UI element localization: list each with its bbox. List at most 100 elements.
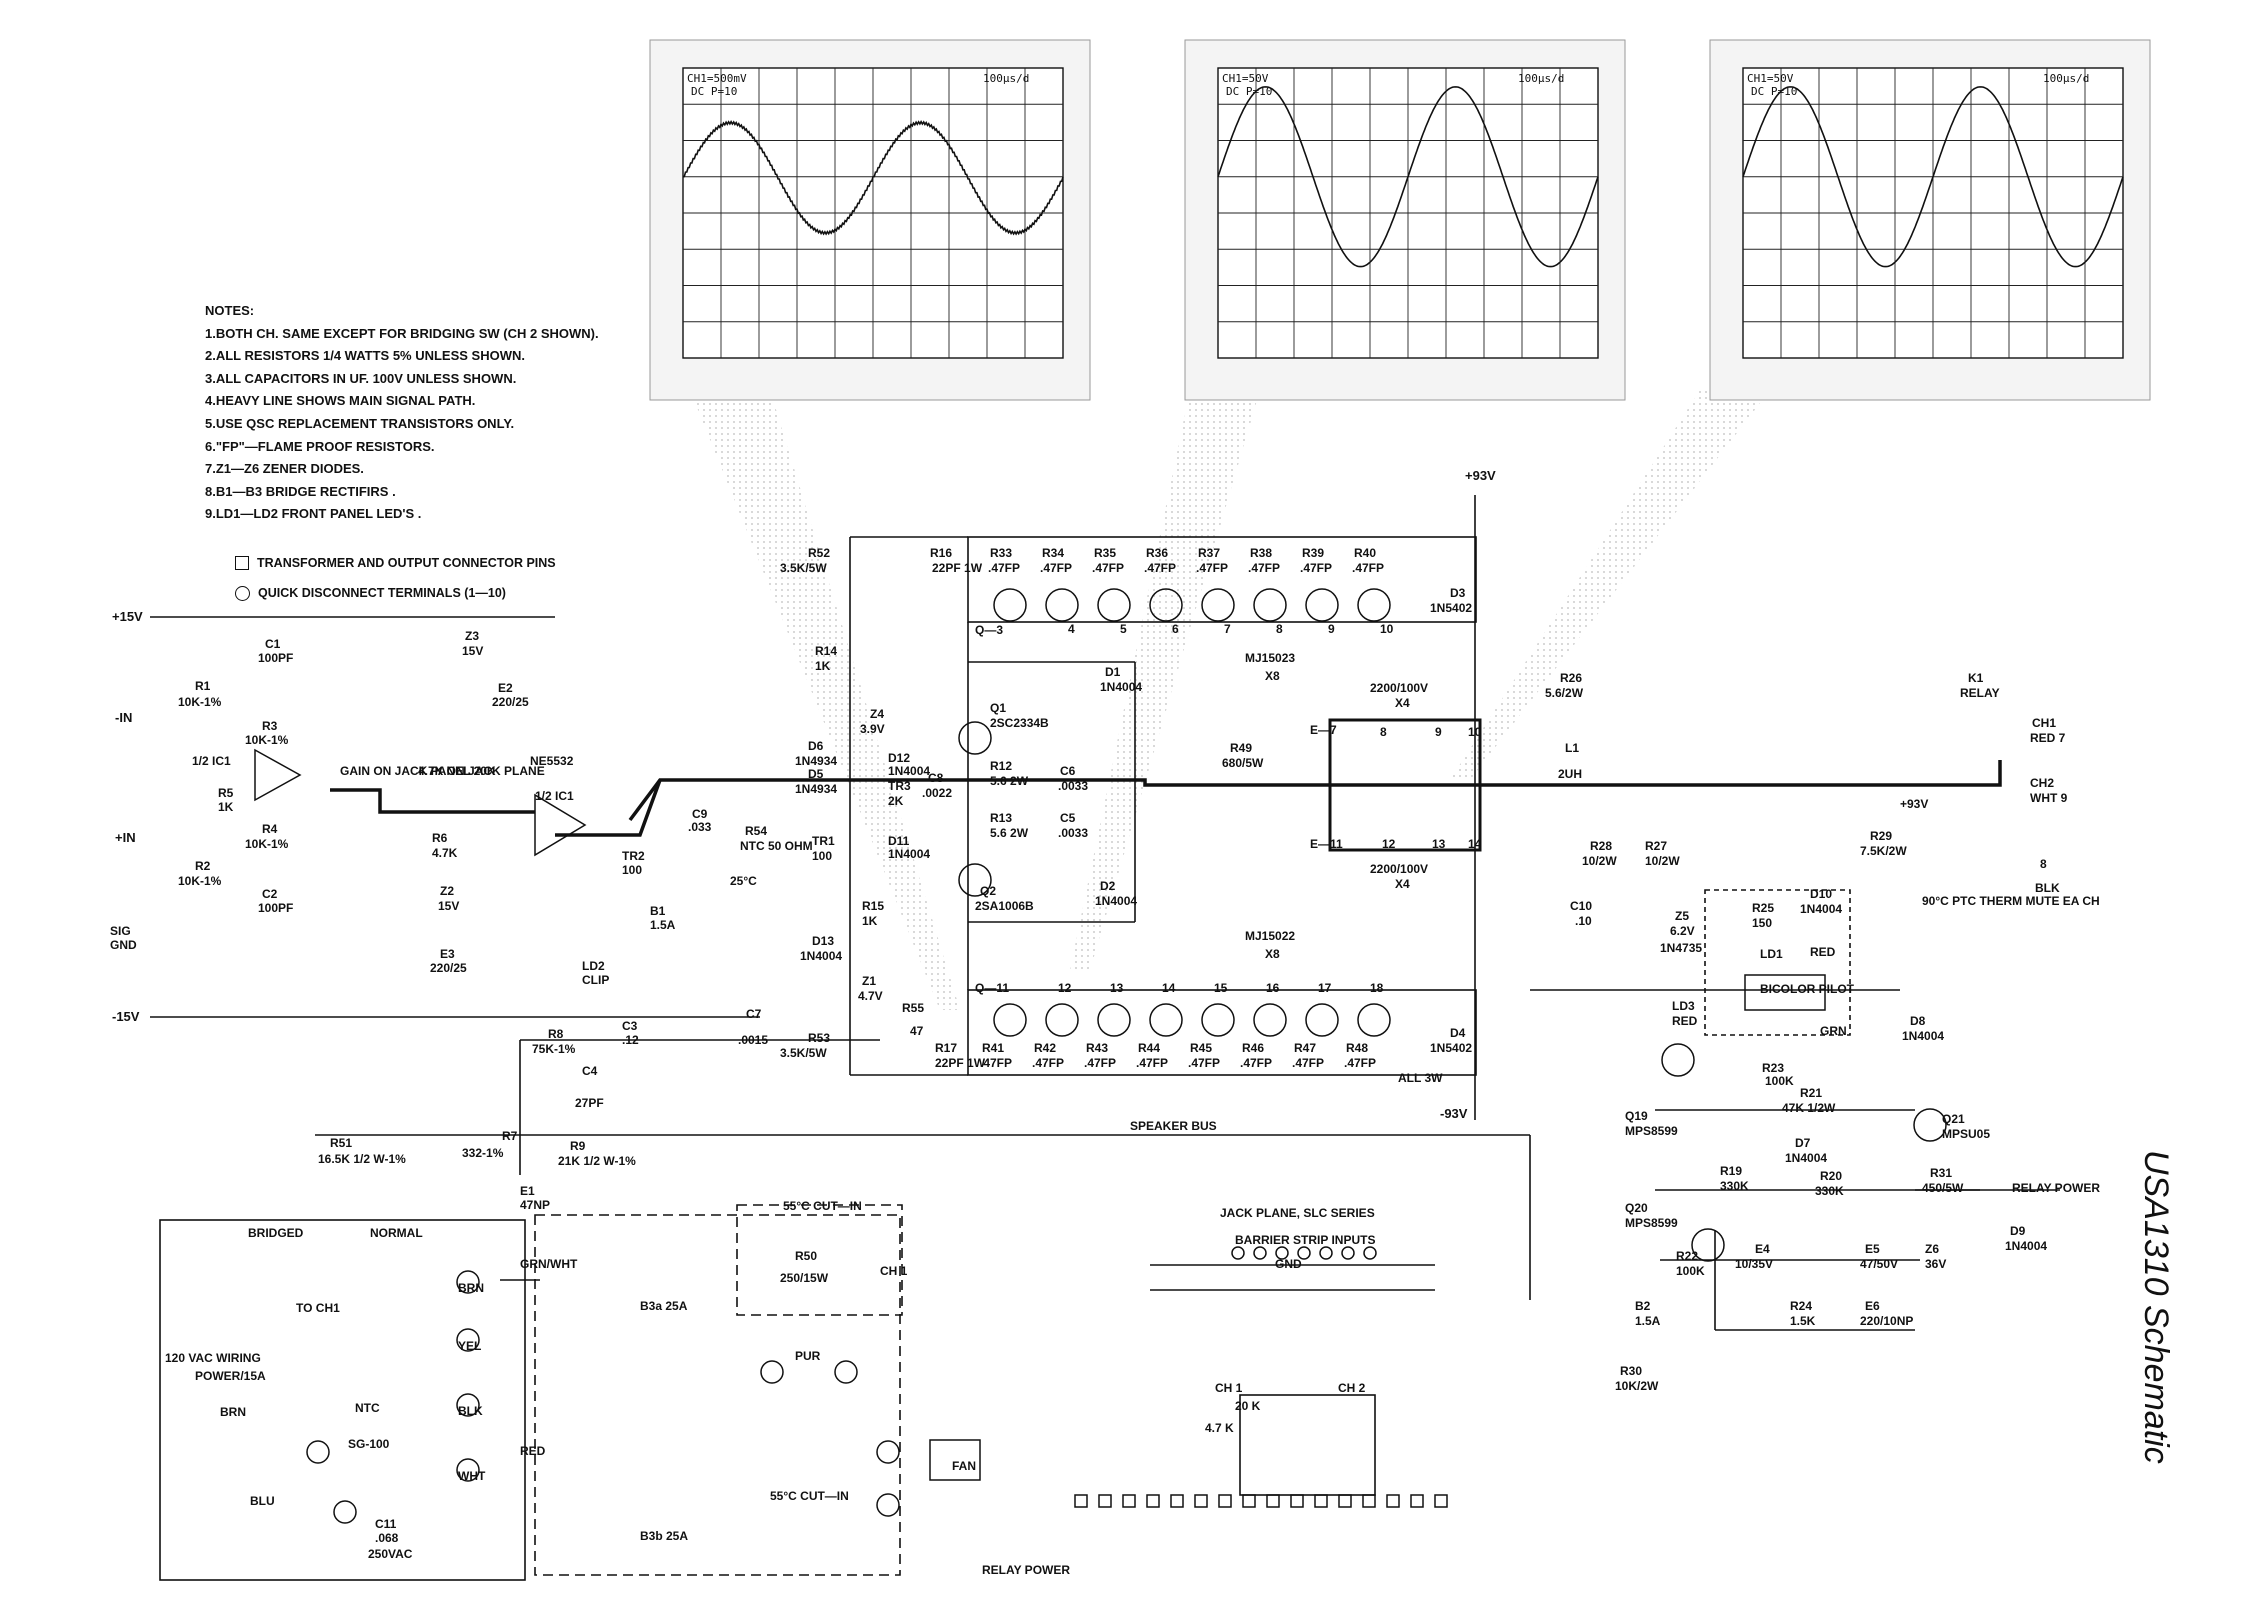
label-top-node-10: 10 [1380, 622, 1394, 636]
label-c3v: .12 [622, 1033, 639, 1047]
label-z3v: 15V [462, 644, 483, 658]
label-tr3v: 2K [888, 794, 904, 808]
label-r20k: 20 K [1235, 1399, 1261, 1413]
label-p8: 8 [2040, 857, 2047, 871]
label-bicolor: BICOLOR PILOT [1760, 982, 1855, 996]
label-r14v: 1K [815, 659, 831, 673]
label-tblk: BLK [458, 1404, 483, 1418]
label-r8v: 75K-1% [532, 1042, 576, 1056]
label-tr1: TR1 [812, 834, 835, 848]
label-r5v: 1K [218, 800, 234, 814]
label-bridged: BRIDGED [248, 1226, 304, 1240]
label-r20v: 330K [1815, 1184, 1844, 1198]
label-q21: Q21 [1942, 1112, 1965, 1126]
label-brn: BRN [220, 1405, 246, 1419]
label-z5p: 1N4735 [1660, 941, 1702, 955]
label-ch2v: WHT 9 [2030, 791, 2068, 805]
barrier-terminal [1290, 1494, 1304, 1508]
label-r35: R35 [1094, 546, 1116, 560]
label-r9v: 21K 1/2 W-1% [558, 1154, 636, 1168]
barrier-input-terminal [1253, 1246, 1267, 1260]
terminal-circle [456, 1393, 480, 1417]
power-transistor-top [1149, 588, 1183, 622]
label-e1v: 47NP [520, 1198, 550, 1212]
label-mj22: MJ15022 [1245, 929, 1295, 943]
label-r41: R41 [982, 1041, 1004, 1055]
opamp-ic1b [534, 793, 587, 857]
label-e5: E5 [1865, 1242, 1880, 1256]
note-3: 3.ALL CAPACITORS IN UF. 100V UNLESS SHOW… [205, 370, 517, 386]
label-d5: D5 [808, 767, 824, 781]
label-r19v: 330K [1720, 1179, 1749, 1193]
label-c10v: .10 [1575, 914, 1592, 928]
label-r45-value: .47FP [1188, 1056, 1220, 1070]
scope-channel-label: CH1=50V [1747, 72, 1794, 85]
label-tr1v: 100 [812, 849, 832, 863]
label-ch1j: CH 1 [1215, 1381, 1243, 1395]
label-d1: D1 [1105, 665, 1121, 679]
label-top-node-5: 5 [1120, 622, 1127, 636]
label-top-node-8: 8 [1276, 622, 1283, 636]
power-transistor-bottom [1097, 1003, 1131, 1037]
barrier-terminal [1098, 1494, 1112, 1508]
label-r6v: 4.7K [432, 846, 458, 860]
barrier-input-terminal [1231, 1246, 1245, 1260]
circle-icon [235, 585, 250, 601]
label-r7v: 332-1% [462, 1146, 504, 1160]
label-x8a: X8 [1265, 669, 1280, 683]
label-b1: B1 [650, 904, 666, 918]
label-top-node-7: 7 [1224, 622, 1231, 636]
quick-disconnect-terminal [834, 1360, 858, 1384]
legend-block: TRANSFORMER AND OUTPUT CONNECTOR PINS QU… [235, 548, 556, 608]
label-d8v: 1N4004 [1902, 1029, 1944, 1043]
label-r22: R22 [1676, 1249, 1698, 1263]
label-r47k: 4.7 K [1205, 1421, 1234, 1435]
label-r5: R5 [218, 786, 234, 800]
label-r3v: 10K-1% [245, 733, 289, 747]
barrier-terminal [1386, 1494, 1400, 1508]
label-grnwht: GRN/WHT [520, 1257, 578, 1271]
label-r36: R36 [1146, 546, 1168, 560]
label-r12v: 5.6 2W [990, 774, 1029, 788]
label-tr3: TR3 [888, 779, 911, 793]
label-jackplane: JACK PLANE, SLC SERIES [1220, 1206, 1375, 1220]
label-r54: R54 [745, 824, 767, 838]
label-wiring: 120 VAC WIRING [165, 1351, 261, 1365]
barrier-terminal [1242, 1494, 1256, 1508]
label-c2: C2 [262, 887, 278, 901]
label-sg100: SG-100 [348, 1437, 390, 1451]
label-r51: R51 [330, 1136, 352, 1150]
label-r29: R29 [1870, 829, 1892, 843]
label-e1: E1 [520, 1184, 535, 1198]
label-tr2v: 100 [622, 863, 642, 877]
note-8: 8.B1—B3 BRIDGE RECTIFIRS . [205, 483, 396, 499]
label-q1v: 2SC2334B [990, 716, 1049, 730]
label-d3: D3 [1450, 586, 1466, 600]
label-ch1: CH1 [2032, 716, 2056, 730]
label-ld1: LD1 [1760, 947, 1783, 961]
terminal-circle [456, 1270, 480, 1294]
legend-transformer-label: TRANSFORMER AND OUTPUT CONNECTOR PINS [257, 556, 556, 570]
label-d2v: 1N4004 [1095, 894, 1137, 908]
quick-disconnect-terminal [760, 1360, 784, 1384]
label-z1: Z1 [862, 974, 876, 988]
label-r3: R3 [262, 719, 278, 733]
label-d12v: 1N4004 [888, 764, 930, 778]
label-ic1b: 1/2 IC1 [535, 789, 574, 803]
label-c7: C7 [746, 1007, 762, 1021]
label-r51v: 16.5K 1/2 W-1% [318, 1152, 406, 1166]
label-e3: E3 [440, 947, 455, 961]
label-ne5532: NE5532 [530, 754, 574, 768]
label-grn: GRN [1820, 1024, 1847, 1038]
label-ch1v: RED 7 [2030, 731, 2066, 745]
label-e3v: 220/25 [430, 961, 467, 975]
power-transistor-top [1253, 588, 1287, 622]
label-r16v: 22PF 1W [932, 561, 983, 575]
power-transistor-bottom [1201, 1003, 1235, 1037]
terminal-circle [456, 1458, 480, 1482]
label-r15: R15 [862, 899, 884, 913]
rail-pos93-label: +93V [1465, 468, 1496, 483]
label-d2: D2 [1100, 879, 1116, 893]
